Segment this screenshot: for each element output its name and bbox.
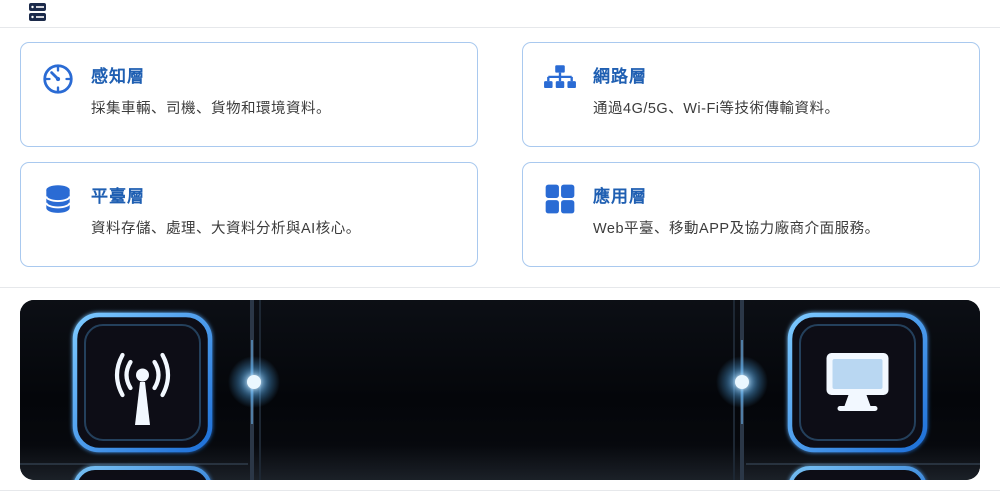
wifi-antenna-icon (114, 352, 171, 425)
computer-monitor-icon (826, 353, 889, 411)
monitor-tile (787, 312, 928, 453)
layer-cards-grid: 感知層 採集車輛、司機、貨物和環境資料。 網路層 通過4G/5G、Wi-Fi等技… (0, 28, 1000, 267)
card-title: 應用層 (593, 187, 647, 206)
card-description: 資料存儲、處理、大資料分析與AI核心。 (91, 221, 361, 237)
card-perception-layer: 感知層 採集車輛、司機、貨物和環境資料。 (20, 42, 478, 147)
grid-apps-icon (543, 182, 577, 216)
card-network-layer: 網路層 通過4G/5G、Wi-Fi等技術傳輸資料。 (522, 42, 980, 147)
database-icon (41, 182, 75, 216)
card-platform-layer: 平臺層 資料存儲、處理、大資料分析與AI核心。 (20, 162, 478, 267)
network-sitemap-icon (543, 62, 577, 96)
card-title: 平臺層 (91, 187, 145, 206)
server-icon (28, 3, 47, 22)
card-description: Web平臺、移動APP及協力廠商介面服務。 (593, 221, 880, 237)
card-title: 網路層 (593, 67, 647, 86)
left-glow-node (210, 356, 280, 408)
right-glow-node (716, 356, 790, 408)
card-title: 感知層 (91, 67, 145, 86)
radar-dial-icon (41, 62, 75, 96)
right-lower-partial-tile (789, 466, 926, 480)
left-lower-partial-tile (74, 466, 211, 480)
card-application-layer: 應用層 Web平臺、移動APP及協力廠商介面服務。 (522, 162, 980, 267)
card-description: 採集車輛、司機、貨物和環境資料。 (91, 101, 331, 117)
top-section-strip (0, 0, 1000, 27)
bottom-divider (0, 490, 1000, 491)
wifi-antenna-tile (72, 312, 213, 453)
mid-divider (0, 287, 1000, 288)
card-description: 通過4G/5G、Wi-Fi等技術傳輸資料。 (593, 101, 840, 117)
top-divider (0, 27, 1000, 28)
architecture-banner-image (20, 300, 980, 480)
